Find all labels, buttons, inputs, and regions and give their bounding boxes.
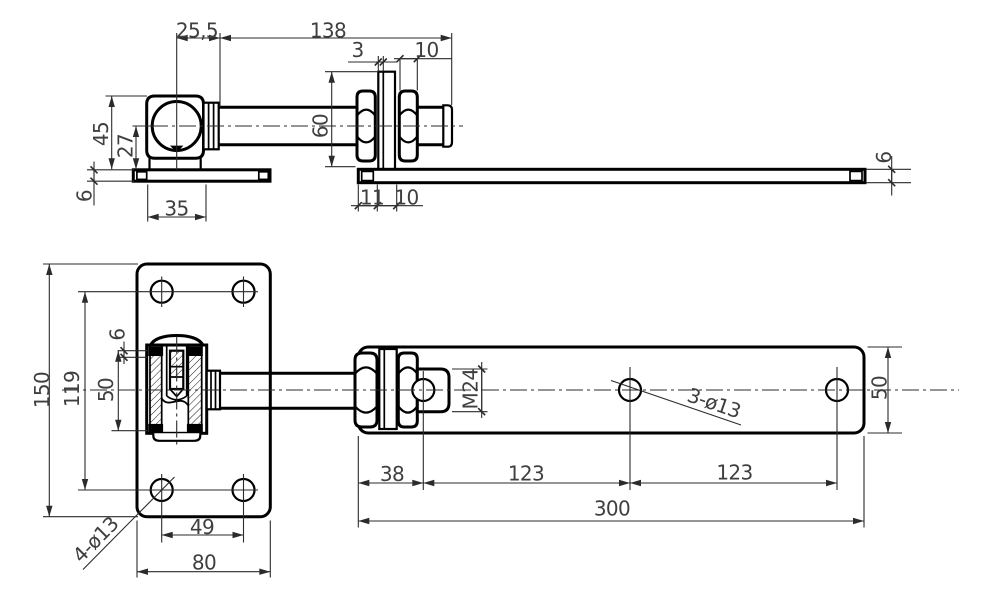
dim-rod-length — [220, 33, 453, 105]
label-plate-holes — [82, 476, 175, 570]
dim-strap-width — [867, 346, 902, 434]
hex-nut-left-facets — [356, 108, 377, 144]
dim-body-height-label: 45 — [89, 122, 113, 146]
dim-pivot-offset — [176, 33, 221, 170]
base-plate-hole-left — [136, 170, 148, 181]
dim-center-height — [132, 125, 158, 170]
label-plate-holes-text: 4-ø13 — [68, 512, 124, 568]
bushing-pad-tl — [148, 346, 164, 356]
base-plate-hole-right — [257, 170, 270, 181]
dim-body-height — [105, 95, 147, 170]
dim-base-thickness — [87, 161, 134, 206]
dim-hole-spacing-vertical-label: 119 — [60, 371, 84, 407]
bushing-wall-edges — [149, 345, 203, 434]
dim-nut-spacing-label: 10 — [394, 186, 418, 210]
dim-strap-thickness-label: 6 — [872, 151, 896, 163]
dim-cap-thickness — [117, 341, 148, 364]
dim-nut-width-left-label: 11 — [360, 186, 384, 210]
dim-tab-thickness — [348, 56, 397, 72]
strap-side — [356, 167, 867, 185]
threaded-shaft-plan — [220, 371, 356, 410]
hex-nut-left-side — [355, 89, 377, 163]
top-view: 25,5 138 3 10 45 27 6 35 60 11 10 6 — [73, 19, 911, 222]
bushing-pad-br — [186, 423, 203, 434]
dim-strap-length — [358, 436, 865, 528]
bushing-pad-tr — [186, 346, 203, 356]
base-plate-side — [131, 168, 272, 183]
tab-plate-plan — [378, 347, 398, 431]
bottom-view: 150 119 6 50 4-ø13 49 80 38 123 123 300 … — [30, 262, 959, 578]
dim-strap-width-label: 50 — [868, 376, 892, 400]
dim-cap-thickness-label: 6 — [106, 328, 130, 340]
hex-nut-left-plan-facets — [354, 366, 378, 414]
dim-first-hole-offset-label: 38 — [380, 462, 404, 486]
hex-nut-right-facets — [398, 108, 419, 144]
strap-hole-left-side — [360, 170, 375, 182]
dim-center-height-label: 27 — [114, 134, 138, 158]
dim-tab-height — [325, 71, 378, 168]
dim-tab-height-label: 60 — [309, 114, 333, 138]
dim-body-width — [147, 184, 207, 222]
dim-nut-width-right — [394, 54, 452, 91]
dim-first-hole-offset — [357, 436, 424, 528]
hinge-block-foot — [148, 158, 202, 170]
dim-thread — [452, 362, 488, 418]
dim-plate-width — [136, 520, 271, 578]
dim-hole-pitch-1-label: 123 — [508, 462, 544, 486]
dim-hole-pitch-2-label: 123 — [716, 461, 752, 485]
tab-plate-side — [377, 70, 397, 171]
dim-nut-width-right-label: 10 — [414, 38, 438, 62]
top-view-geometry — [131, 70, 867, 185]
hex-nut-right-plan-facets — [397, 366, 419, 414]
dim-bushing-length — [111, 350, 148, 432]
dim-nut-left-and-spacing — [351, 184, 423, 212]
dim-base-thickness-label: 6 — [73, 190, 97, 202]
bushing-pin-hatch — [170, 350, 184, 377]
rod-end-shaft — [417, 105, 444, 147]
dim-strap-length-label: 300 — [594, 497, 630, 521]
dim-strap-thickness — [866, 156, 911, 196]
dim-plate-width-label: 80 — [192, 551, 216, 575]
dim-plate-height-label: 150 — [30, 372, 54, 408]
dim-thread-label: M24 — [459, 369, 483, 410]
dim-body-width-label: 35 — [164, 197, 188, 221]
dim-rod-length-label: 138 — [310, 19, 346, 43]
dim-plate-height — [43, 263, 138, 518]
dim-pivot-offset-label: 25,5 — [176, 19, 218, 43]
label-strap-holes — [610, 379, 742, 426]
dim-tab-thickness-label: 3 — [351, 38, 363, 62]
bushing-break-line — [160, 397, 190, 407]
plate-hole-centerlines — [78, 276, 258, 543]
dim-bushing-length-label: 50 — [94, 378, 118, 402]
bushing-pad-bl — [148, 423, 164, 434]
strap-hole-right-side — [849, 170, 863, 182]
dim-hole-spacing-horizontal-label: 49 — [190, 515, 214, 539]
